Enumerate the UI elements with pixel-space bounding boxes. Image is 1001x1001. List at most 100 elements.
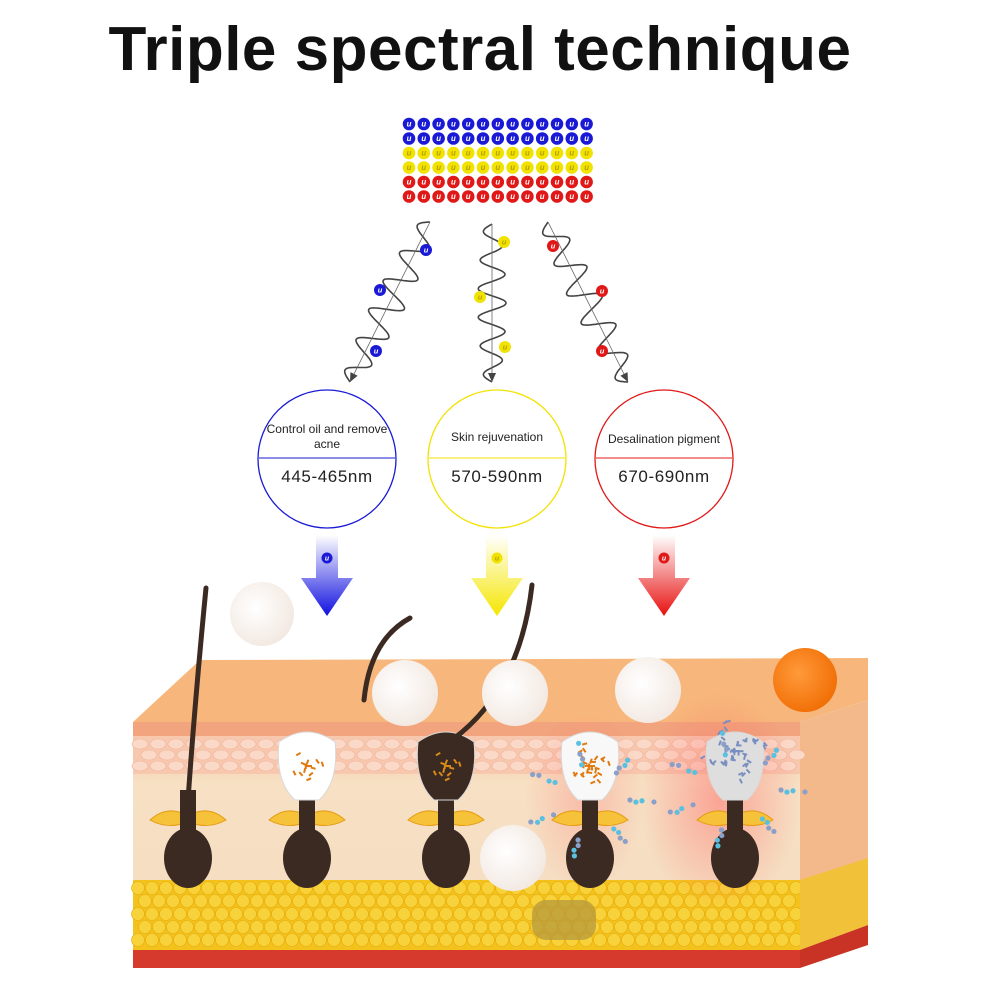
red-wavelength: 670-690nm xyxy=(618,467,710,486)
red-dot: u xyxy=(476,190,490,203)
svg-text:u: u xyxy=(495,120,500,129)
yellow-dot: u xyxy=(461,161,475,174)
svg-text:u: u xyxy=(503,343,508,352)
yellow-dot: u xyxy=(491,146,505,160)
red-dot: u xyxy=(547,240,559,252)
svg-text:u: u xyxy=(584,163,589,172)
svg-text:u: u xyxy=(600,287,605,296)
svg-text:u: u xyxy=(540,192,545,201)
page-title: Triple spectral technique xyxy=(108,15,852,84)
blue-dot: u xyxy=(506,117,519,131)
svg-text:u: u xyxy=(478,293,483,302)
blue-description: Control oil and remove acne xyxy=(266,422,388,451)
yellow-dot: u xyxy=(402,161,416,174)
red-dot: u xyxy=(491,190,505,203)
yellow-dot: u xyxy=(580,161,593,174)
yellow-dot: u xyxy=(417,146,431,160)
light-ball xyxy=(372,660,438,726)
svg-text:u: u xyxy=(584,178,589,187)
circle-blue-nm: 445-465nm xyxy=(259,467,395,487)
yellow-dot: u xyxy=(491,552,503,564)
svg-text:u: u xyxy=(510,120,515,129)
red-dot: u xyxy=(535,190,549,203)
svg-text:u: u xyxy=(600,347,605,356)
svg-text:u: u xyxy=(466,149,471,158)
red-description: Desalination pigment xyxy=(607,432,721,446)
red-dot: u xyxy=(402,190,416,203)
svg-text:u: u xyxy=(495,163,500,172)
svg-text:u: u xyxy=(466,134,471,143)
blue-dot: u xyxy=(420,244,432,256)
svg-text:u: u xyxy=(584,192,589,201)
svg-text:u: u xyxy=(662,555,667,562)
svg-text:u: u xyxy=(451,163,456,172)
svg-text:u: u xyxy=(481,134,486,143)
svg-text:u: u xyxy=(378,286,383,295)
red-dot: u xyxy=(417,190,431,203)
blue-dot: u xyxy=(370,345,382,357)
yellow-dot: u xyxy=(474,291,486,303)
blue-dot: u xyxy=(461,132,475,145)
red-dot: u xyxy=(580,175,593,189)
yellow-dot: u xyxy=(506,146,519,160)
svg-text:u: u xyxy=(466,163,471,172)
blue-dot: u xyxy=(580,132,593,145)
svg-text:u: u xyxy=(407,120,412,129)
svg-text:u: u xyxy=(551,242,556,251)
red-dot: u xyxy=(596,345,608,357)
blue-wavelength: 445-465nm xyxy=(281,467,373,486)
svg-text:u: u xyxy=(555,163,560,172)
curled-hair xyxy=(361,615,413,703)
blue-dot: u xyxy=(321,552,333,564)
svg-text:u: u xyxy=(540,149,545,158)
svg-text:u: u xyxy=(495,192,500,201)
svg-text:u: u xyxy=(555,149,560,158)
red-dot: u xyxy=(447,190,460,203)
yellow-dot: u xyxy=(499,341,511,353)
yellow-dot: u xyxy=(535,161,549,174)
red-dot: u xyxy=(550,190,564,203)
circle-yellow-text: Skin rejuvenation xyxy=(429,430,565,445)
blue-dot: u xyxy=(417,132,431,145)
svg-text:u: u xyxy=(502,238,507,247)
blue-dot: u xyxy=(521,117,534,131)
red-dot: u xyxy=(521,175,534,189)
svg-text:u: u xyxy=(481,149,486,158)
svg-text:u: u xyxy=(421,192,426,201)
svg-text:u: u xyxy=(540,120,545,129)
yellow-dot: u xyxy=(565,146,579,160)
svg-text:u: u xyxy=(525,192,530,201)
svg-text:u: u xyxy=(510,163,515,172)
svg-text:u: u xyxy=(436,120,441,129)
svg-text:u: u xyxy=(569,120,574,129)
red-dot: u xyxy=(447,175,460,189)
svg-text:u: u xyxy=(421,120,426,129)
blue-dot: u xyxy=(447,117,460,131)
svg-text:u: u xyxy=(451,134,456,143)
svg-text:u: u xyxy=(421,134,426,143)
svg-text:u: u xyxy=(436,178,441,187)
yellow-dot: u xyxy=(521,146,534,160)
yellow-dot: u xyxy=(565,161,579,174)
svg-text:u: u xyxy=(569,149,574,158)
blue-dot: u xyxy=(521,132,534,145)
blue-dot: u xyxy=(461,117,475,131)
blue-dot: u xyxy=(374,284,386,296)
orange-light-ball xyxy=(773,648,837,712)
svg-text:u: u xyxy=(525,163,530,172)
light-ball xyxy=(615,657,681,723)
svg-text:u: u xyxy=(525,134,530,143)
svg-text:u: u xyxy=(436,134,441,143)
red-dot: u xyxy=(521,190,534,203)
svg-text:u: u xyxy=(569,134,574,143)
blue-dot: u xyxy=(447,132,460,145)
yellow-dot: u xyxy=(476,146,490,160)
svg-text:u: u xyxy=(584,120,589,129)
yellow-arrow: u xyxy=(471,535,523,616)
inflamed-pore xyxy=(696,731,774,888)
dermis-bottom-layer xyxy=(133,950,800,968)
circle-yellow-nm: 570-590nm xyxy=(429,467,565,487)
svg-text:u: u xyxy=(451,192,456,201)
